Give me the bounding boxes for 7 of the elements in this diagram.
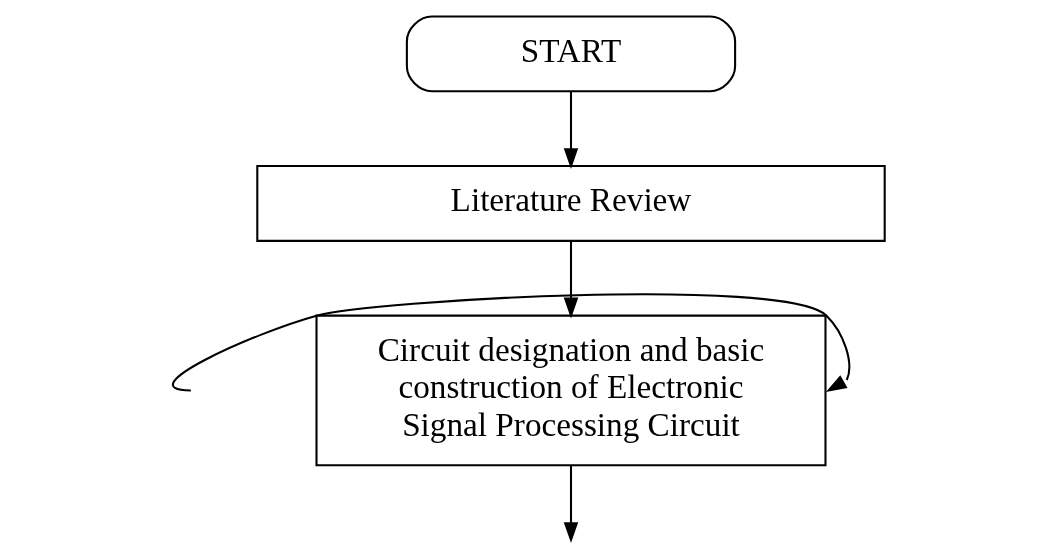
node-box: Literature Review [255, 165, 886, 242]
arrow [563, 241, 578, 319]
node-box: START [405, 15, 736, 93]
arrow [563, 91, 578, 169]
arrow [563, 465, 578, 544]
arrow [173, 293, 850, 392]
node-box: Circuit designation and basic construction of Electronic Signal Processing Circuit [314, 314, 826, 467]
